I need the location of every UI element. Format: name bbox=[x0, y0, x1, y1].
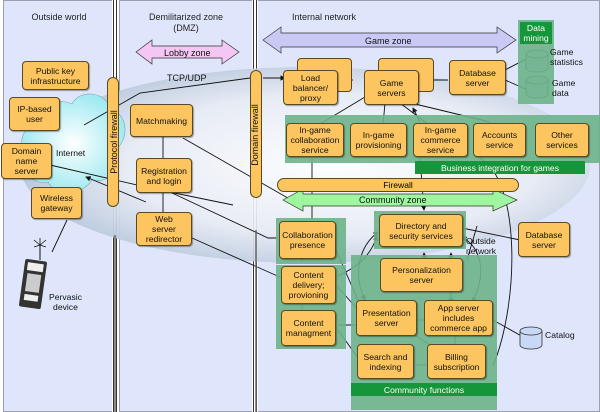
database-server-top-node[interactable]: Database server bbox=[449, 60, 506, 95]
billing-subscription-node[interactable]: Billing subscription bbox=[427, 344, 486, 379]
database-server-right-node[interactable]: Database server bbox=[518, 222, 570, 257]
web-server-redirector-node[interactable]: Web server redirector bbox=[136, 212, 192, 246]
public-key-infrastructure-node[interactable]: Public key infrastructure bbox=[22, 61, 89, 90]
internet-label: Internet bbox=[56, 148, 86, 158]
wire-web-content bbox=[191, 237, 283, 279]
wire-wireless-device bbox=[51, 219, 68, 253]
protocol-firewall bbox=[107, 77, 119, 207]
matchmaking-node[interactable]: Matchmaking bbox=[130, 104, 193, 137]
ingame-commerce-node[interactable]: In-game commerce service bbox=[413, 123, 468, 157]
game-data-label: Game data bbox=[552, 78, 576, 98]
tcp-udp-label: TCP/UDP bbox=[167, 73, 207, 83]
outside-network-label: Outside network bbox=[466, 236, 497, 256]
domain-name-server-node[interactable]: Domain name server bbox=[1, 143, 52, 179]
directory-security-node[interactable]: Directory and security services bbox=[379, 214, 463, 247]
catalog-cylinder-icon bbox=[519, 326, 543, 350]
lobby-zone-label: Lobby zone bbox=[164, 48, 211, 58]
accounts-service-node[interactable]: Accounts service bbox=[473, 123, 526, 157]
community-zone-arrow bbox=[282, 188, 518, 212]
community-zone-label: Community zone bbox=[359, 195, 427, 205]
catalog-label: Catalog bbox=[545, 330, 575, 340]
domain-firewall-label: Domain firewall bbox=[250, 104, 260, 166]
wire-dir-db bbox=[461, 227, 521, 241]
domain-firewall bbox=[250, 70, 262, 198]
wire-ip-to-lb bbox=[83, 77, 251, 126]
wireless-gateway-node[interactable]: Wireless gateway bbox=[31, 187, 82, 219]
content-delivery-node[interactable]: Content delivery; provioning bbox=[281, 266, 336, 304]
firewall-bar: Firewall bbox=[277, 178, 519, 192]
game-servers-node[interactable]: Game servers bbox=[364, 70, 419, 105]
search-indexing-node[interactable]: Search and indexing bbox=[357, 344, 414, 379]
wire-matchmaking bbox=[182, 137, 301, 206]
registration-login-node[interactable]: Registration and login bbox=[136, 158, 192, 193]
app-server-node[interactable]: App server includes commerce app bbox=[424, 300, 493, 336]
lobby-zone-arrow bbox=[135, 39, 240, 65]
ingame-collaboration-node[interactable]: In-game collaboration service bbox=[286, 123, 344, 157]
game-zone-label: Game zone bbox=[365, 36, 412, 46]
ip-based-user-node[interactable]: IP-based user bbox=[9, 97, 60, 131]
ingame-provisioning-node[interactable]: In-game provisioning bbox=[350, 123, 407, 157]
community-functions-label: Community functions bbox=[351, 383, 497, 396]
zone-internal-title: Internal network bbox=[292, 12, 357, 22]
load-balancer-node[interactable]: Load balancer/ proxy bbox=[283, 70, 338, 105]
presentation-server-node[interactable]: Presentation server bbox=[356, 300, 417, 336]
business-integration-label: Business integration for games bbox=[415, 161, 585, 174]
content-management-node[interactable]: Content managment bbox=[281, 310, 336, 346]
wire-reg-internal bbox=[169, 191, 278, 239]
other-services-node[interactable]: Other services bbox=[535, 123, 589, 157]
zone-outside-world-title: Outside world bbox=[31, 12, 87, 22]
zone-dmz-title: Demilitarized zone (DMZ) bbox=[148, 12, 224, 33]
game-statistics-label: Game statistics bbox=[550, 47, 583, 67]
pervasive-device-label: Pervasic device bbox=[49, 292, 82, 312]
pervasive-device-icon bbox=[19, 238, 47, 310]
data-mining-label: Data mining bbox=[520, 22, 552, 44]
protocol-firewall-label: Protocol firewall bbox=[109, 110, 119, 174]
collaboration-presence-node[interactable]: Collaboration presence bbox=[279, 221, 336, 259]
personalization-server-node[interactable]: Personalization server bbox=[380, 258, 463, 292]
game-zone-arrow bbox=[262, 26, 517, 54]
